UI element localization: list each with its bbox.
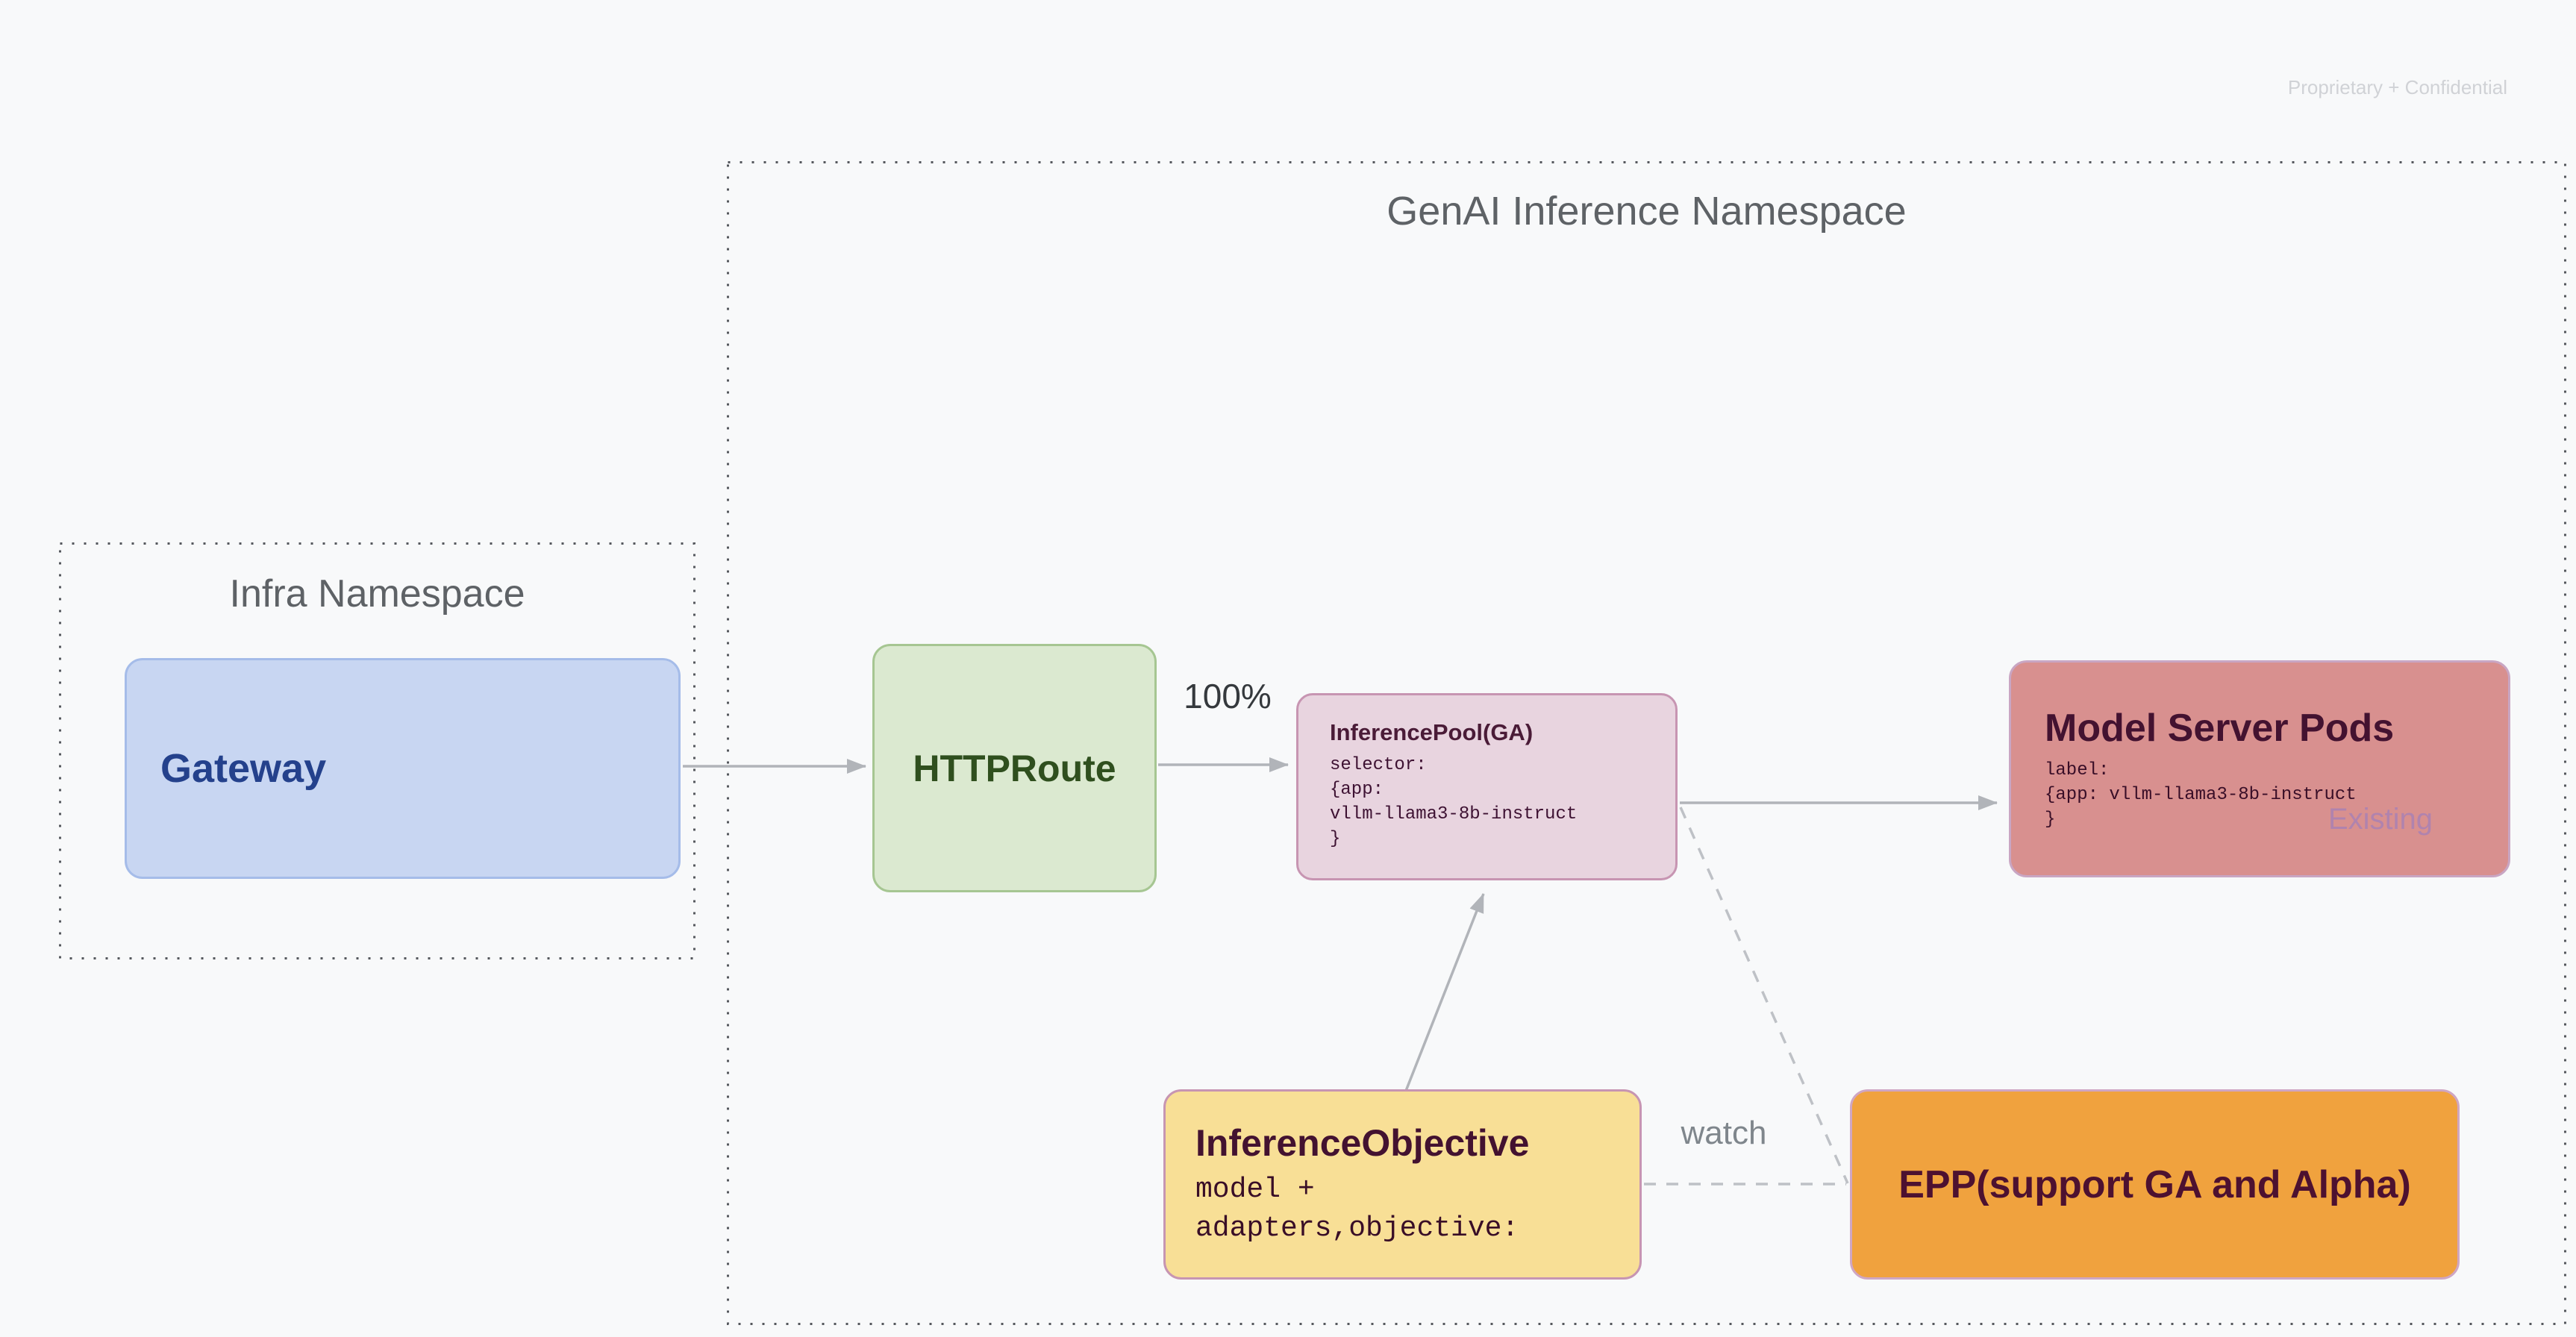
edge-objective-to-pool: [1404, 893, 1485, 1092]
inference-pool-node: InferencePool(GA) selector: {app: vllm-l…: [1296, 693, 1678, 880]
model-server-pods-node: Model Server Pods label: {app: vllm-llam…: [2009, 660, 2510, 877]
inference-objective-code-line: adapters,objective:: [1195, 1212, 1519, 1244]
inference-pool-code-line: }: [1330, 829, 1341, 849]
gateway-node: Gateway: [125, 658, 681, 879]
inference-objective-title: InferenceObjective: [1195, 1121, 1530, 1164]
epp-title: EPP(support GA and Alpha): [1898, 1162, 2411, 1206]
inference-pool-code-line: {app:: [1330, 780, 1384, 800]
infra-namespace-title: Infra Namespace: [229, 572, 525, 616]
model-server-pods-code-line: {app: vllm-llama3-8b-instruct: [2045, 785, 2357, 805]
existing-badge: Existing: [2328, 803, 2433, 836]
inference-pool-code-line: vllm-llama3-8b-instruct: [1330, 804, 1578, 824]
model-server-pods-code-line: label:: [2045, 760, 2110, 780]
inference-objective-code-line: model +: [1195, 1173, 1315, 1206]
inference-pool-title: InferencePool(GA): [1330, 719, 1534, 745]
label-100-percent: 100%: [1184, 677, 1272, 716]
inference-pool-code-line: selector:: [1330, 755, 1427, 775]
httproute-title: HTTPRoute: [913, 747, 1116, 789]
inference-objective-node: InferenceObjective model + adapters,obje…: [1163, 1089, 1642, 1280]
gateway-title: Gateway: [160, 746, 327, 791]
label-watch: watch: [1681, 1115, 1767, 1151]
model-server-pods-code-line: }: [2045, 810, 2056, 830]
model-server-pods-title: Model Server Pods: [2045, 707, 2395, 750]
epp-node: EPP(support GA and Alpha): [1850, 1089, 2460, 1280]
httproute-node: HTTPRoute: [872, 644, 1157, 892]
confidential-watermark: Proprietary + Confidential: [2287, 76, 2507, 98]
genai-namespace-title: GenAI Inference Namespace: [1387, 189, 1907, 234]
